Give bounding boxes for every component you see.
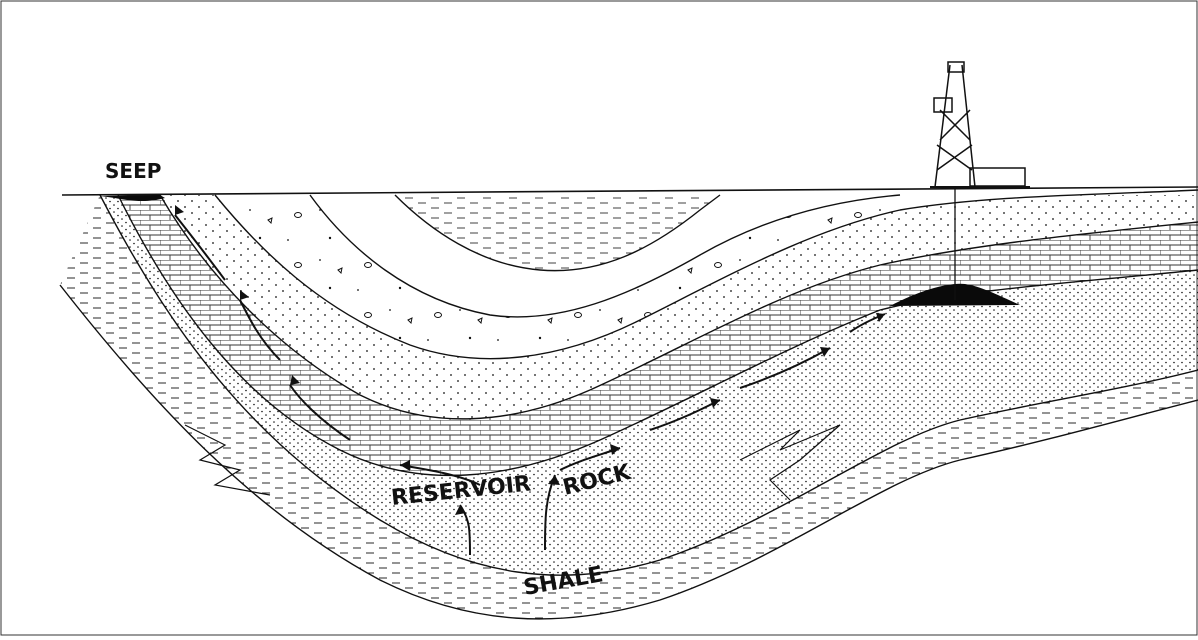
seep-label: SEEP — [105, 159, 161, 183]
syncline-core — [395, 195, 720, 271]
ground-surface — [62, 187, 1198, 195]
